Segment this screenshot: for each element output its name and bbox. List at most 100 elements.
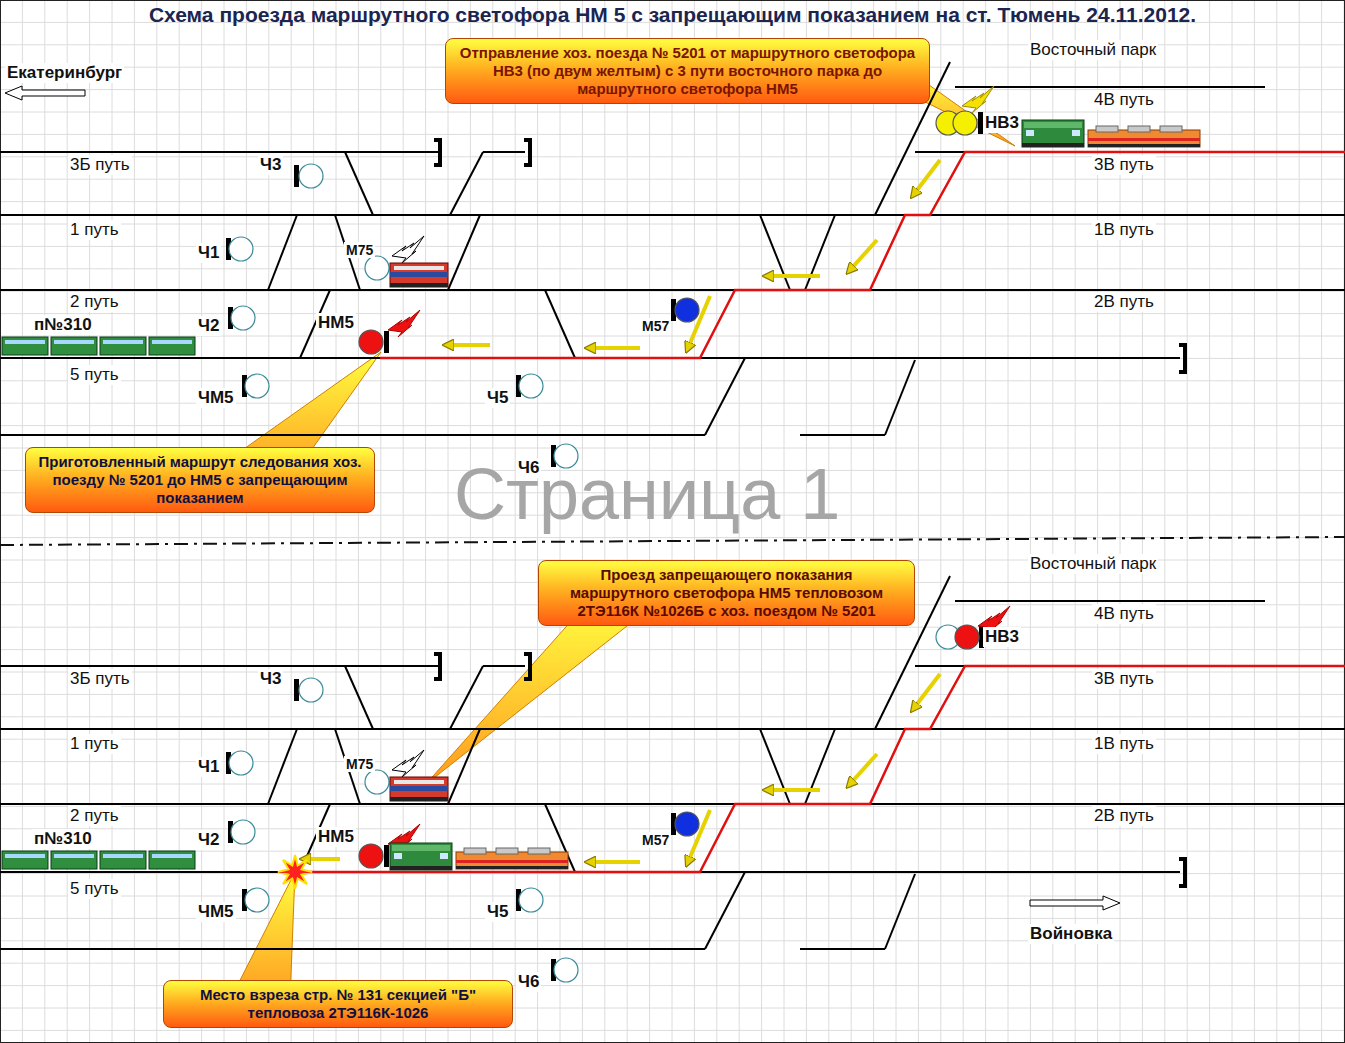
track xyxy=(0,151,440,153)
direction-arrow xyxy=(5,86,85,100)
track-name: 1 путь xyxy=(68,734,121,754)
route-line xyxy=(292,666,1345,872)
signal-lamp xyxy=(299,678,323,702)
signal-name: Ч5 xyxy=(485,902,510,922)
signal-name: Ч6 xyxy=(516,458,541,478)
track xyxy=(345,152,373,215)
signal-lamp xyxy=(365,770,389,794)
route-arrow xyxy=(590,860,640,864)
route-arrow xyxy=(768,788,820,792)
train-number: п№310 xyxy=(32,315,94,335)
track-name: 1В путь xyxy=(1092,220,1156,240)
callout-box: Место взреза стр. № 131 секцией "Б" тепл… xyxy=(163,980,513,1028)
signal-name: НВ3 xyxy=(983,113,1021,133)
passenger-car xyxy=(149,337,195,355)
track xyxy=(800,948,885,950)
signal-bolt xyxy=(392,750,424,777)
track-name: 5 путь xyxy=(68,365,121,385)
signal-lamp xyxy=(229,751,253,775)
track xyxy=(0,214,1345,216)
track xyxy=(760,215,790,290)
track-name: 1 путь xyxy=(68,220,121,240)
signal-name: Ч2 xyxy=(196,316,221,336)
passenger-car xyxy=(100,337,146,355)
track xyxy=(805,215,835,290)
track xyxy=(345,666,373,729)
track xyxy=(448,215,480,290)
route-arrow xyxy=(768,274,820,278)
buffer-stop xyxy=(1179,345,1185,372)
track xyxy=(0,289,1345,291)
route-arrow xyxy=(850,240,877,270)
signal-lamp xyxy=(955,625,979,649)
signal-lamp xyxy=(299,164,323,188)
signal-name: Ч1 xyxy=(196,757,221,777)
track xyxy=(483,665,525,667)
track xyxy=(805,729,835,804)
buffer-stop xyxy=(434,140,440,165)
signal-lamp xyxy=(519,888,543,912)
signal-name: НМ5 xyxy=(316,313,356,333)
signal-name: НМ5 xyxy=(316,827,356,847)
signal-lamp xyxy=(359,844,383,868)
locomotive xyxy=(1088,130,1200,147)
signal-name: ЧМ5 xyxy=(196,902,236,922)
buffer-stop xyxy=(1179,859,1185,886)
signal-bolt xyxy=(962,86,994,113)
signal-lamp xyxy=(675,812,699,836)
callout-box: Отправление хоз. поезда № 5201 от маршру… xyxy=(445,38,930,104)
track xyxy=(268,215,297,290)
track xyxy=(545,290,575,358)
signal-lamp xyxy=(245,374,269,398)
route-arrow xyxy=(914,160,940,194)
track xyxy=(885,874,915,949)
title: Схема проезда маршрутного светофора НМ 5… xyxy=(0,3,1345,27)
locomotive xyxy=(390,843,452,870)
track-name: 3Б путь xyxy=(68,669,132,689)
page-separator xyxy=(0,537,1345,545)
track xyxy=(450,666,483,729)
locomotive xyxy=(390,263,448,287)
track-name: 2В путь xyxy=(1092,806,1156,826)
track-name: 2В путь xyxy=(1092,292,1156,312)
buffer-stop xyxy=(524,654,530,679)
callout-text: Отправление хоз. поезда № 5201 от маршру… xyxy=(456,44,919,98)
signal-name: М57 xyxy=(640,318,671,334)
signal-mast xyxy=(294,679,299,701)
callout-box: Проезд запрещающего показания маршрутног… xyxy=(538,560,915,626)
signal-name: Ч3 xyxy=(258,155,283,175)
signal-lamp xyxy=(229,237,253,261)
track-name: 3Б путь xyxy=(68,155,132,175)
signal-lamp xyxy=(519,374,543,398)
signal-name: М75 xyxy=(344,242,375,258)
track-name: 2 путь xyxy=(68,806,121,826)
break-point xyxy=(278,855,312,889)
direction-arrow xyxy=(1030,896,1120,910)
track xyxy=(0,948,705,950)
signal-name: Ч6 xyxy=(516,972,541,992)
signal-lamp xyxy=(359,330,383,354)
signal-bolt xyxy=(388,310,420,337)
track xyxy=(0,803,1345,805)
locomotive xyxy=(390,777,448,801)
callout-text: Проезд запрещающего показания маршрутног… xyxy=(549,566,904,620)
place-name: Екатеринбург xyxy=(5,63,124,83)
signal-name: М57 xyxy=(640,832,671,848)
signal-mast xyxy=(384,331,389,353)
track xyxy=(760,729,790,804)
passenger-car xyxy=(100,851,146,869)
signal-name: Ч5 xyxy=(485,388,510,408)
track-name: 3В путь xyxy=(1092,669,1156,689)
station-scheme xyxy=(0,62,1345,468)
track-name: 4В путь xyxy=(1092,90,1156,110)
signal-name: Ч1 xyxy=(196,243,221,263)
track xyxy=(955,600,1265,602)
signal-lamp xyxy=(231,306,255,330)
route-arrow xyxy=(590,346,640,350)
track xyxy=(800,434,885,436)
route-arrow xyxy=(914,674,940,708)
passenger-car xyxy=(149,851,195,869)
station-scheme xyxy=(0,576,1345,982)
